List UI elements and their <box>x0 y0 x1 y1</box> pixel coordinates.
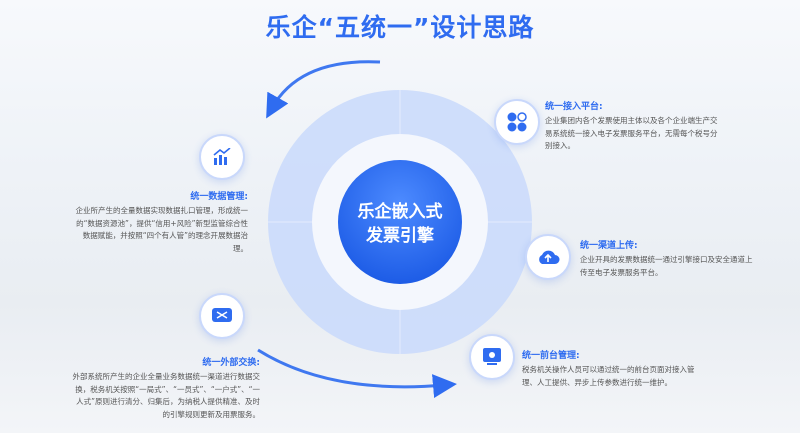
item-desc: 企业所产生的全量数据实现数据扎口管理，形成统一的“数据资源池”，提供“信用+风险… <box>75 206 249 253</box>
item-access-platform: 统一接入平台: 企业集团内各个发票使用主体以及各个企业端生产交易系统统一接入电子… <box>545 99 723 153</box>
center-circle <box>338 160 462 284</box>
item-desc: 外部系统所产生的企业全量业务数据统一渠道进行数据交换，税务机关按照“一局式”、“… <box>72 372 261 419</box>
page-title: 乐企“五统一”设计思路 <box>265 13 535 42</box>
cloud-upload-icon <box>525 234 571 280</box>
item-heading: 统一前台管理: <box>522 351 580 361</box>
item-desc: 税务机关操作人员可以通过统一的前台页面对接入管理、人工提供、异步上传参数进行统一… <box>522 365 695 387</box>
monitor-icon <box>469 334 515 380</box>
item-channel-upload: 统一渠道上传: 企业开具的发票数据统一通过引擎接口及安全通道上传至电子发票服务平… <box>580 238 756 279</box>
item-desc: 企业开具的发票数据统一通过引擎接口及安全通道上传至电子发票服务平台。 <box>580 255 753 277</box>
item-desc: 企业集团内各个发票使用主体以及各个企业端生产交易系统统一接入电子发票服务平台，无… <box>545 116 718 150</box>
item-heading: 统一外部交换: <box>202 358 260 368</box>
item-data-management: 统一数据管理: 企业所产生的全量数据实现数据扎口管理，形成统一的“数据资源池”，… <box>72 189 249 255</box>
top-arrow <box>266 60 381 119</box>
bottom-arrow <box>257 348 457 398</box>
chart-icon <box>199 134 245 180</box>
item-heading: 统一渠道上传: <box>580 241 638 251</box>
center-line1: 乐企嵌入式 <box>357 202 443 222</box>
shuffle-icon <box>199 293 245 339</box>
item-heading: 统一数据管理: <box>190 192 248 202</box>
item-front-management: 统一前台管理: 税务机关操作人员可以通过统一的前台页面对接入管理、人工提供、异步… <box>522 348 704 389</box>
item-heading: 统一接入平台: <box>545 102 603 112</box>
grid-icon <box>494 99 540 145</box>
item-external-exchange: 统一外部交换: 外部系统所产生的企业全量业务数据统一渠道进行数据交换，税务机关按… <box>70 355 261 421</box>
center-line2: 发票引擎 <box>366 226 434 246</box>
